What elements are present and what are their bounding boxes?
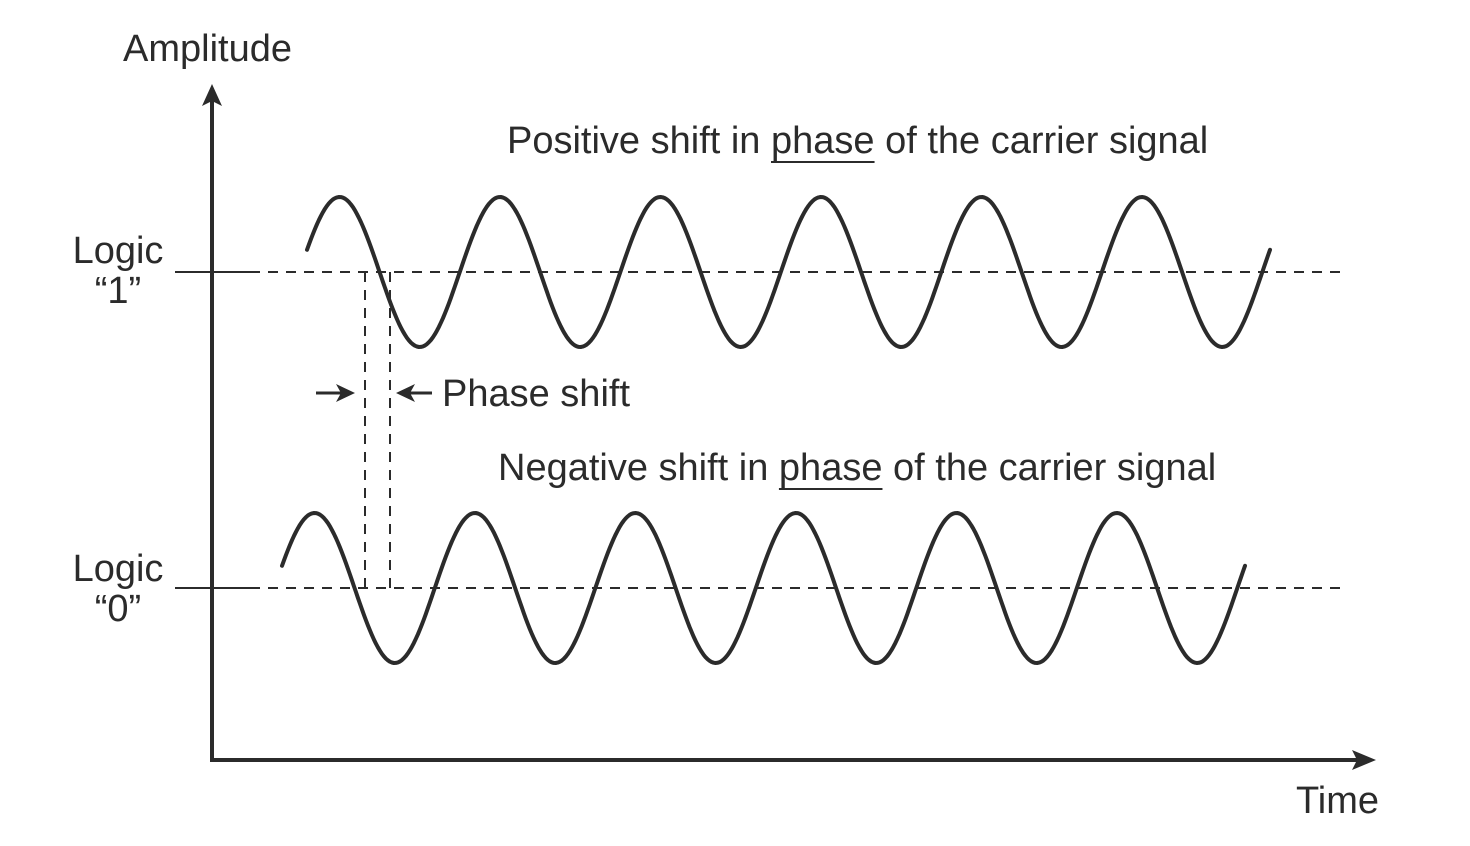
x-axis-arrowhead xyxy=(1352,750,1376,770)
logic-0-label-line1: Logic xyxy=(72,548,164,590)
positive-caption-after: of the carrier signal xyxy=(874,120,1209,162)
positive-caption-before: Positive shift in xyxy=(507,120,771,162)
phase-shift-label: Phase shift xyxy=(442,373,630,415)
negative-caption-before: Negative shift in xyxy=(498,447,779,489)
y-axis-label: Amplitude xyxy=(123,28,292,70)
negative-caption-underlined: phase xyxy=(778,447,883,489)
positive-phase-carrier-wave xyxy=(305,195,1272,349)
negative-phase-caption: Negative shift in phase of the carrier s… xyxy=(498,449,1216,487)
logic-0-label-line2: “0” xyxy=(94,587,142,630)
x-axis-label: Time xyxy=(1296,780,1380,822)
y-axis-arrowhead xyxy=(202,84,222,106)
negative-caption-after: of the carrier signal xyxy=(882,447,1217,489)
logic-1-label-line1: Logic xyxy=(72,230,164,272)
phase-shift-arrowhead-right xyxy=(336,384,355,402)
negative-phase-carrier-wave xyxy=(280,511,1247,665)
logic-1-label-line2: “1” xyxy=(94,269,142,312)
positive-caption-underlined: phase xyxy=(771,120,875,162)
positive-phase-caption: Positive shift in phase of the carrier s… xyxy=(507,122,1208,160)
phase-shift-arrowhead-left xyxy=(396,384,415,402)
logic-1-label: Logic “1” xyxy=(48,230,188,312)
logic-0-label: Logic “0” xyxy=(48,548,188,630)
